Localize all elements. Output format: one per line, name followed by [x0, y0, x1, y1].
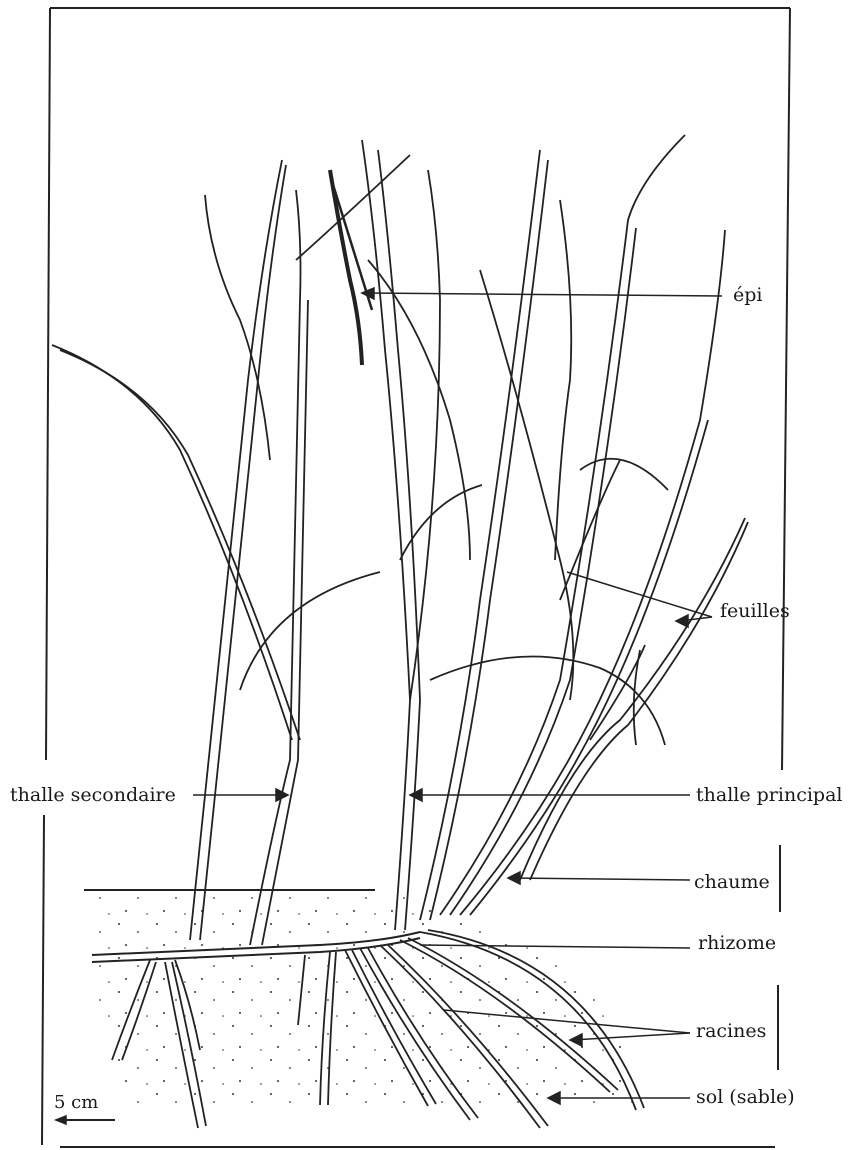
label-thalle-principal: thalle principal	[696, 786, 842, 805]
label-feuilles: feuilles	[720, 602, 790, 621]
label-sol: sol (sable)	[696, 1088, 795, 1107]
label-scale: 5 cm	[54, 1094, 98, 1112]
plant-leaves-drawing	[52, 135, 748, 945]
label-chaume: chaume	[694, 873, 770, 892]
label-racines: racines	[696, 1022, 766, 1041]
label-rhizome: rhizome	[698, 934, 776, 953]
soil-sand	[84, 890, 640, 1110]
label-thalle-secondaire: thalle secondaire	[10, 786, 176, 805]
label-epi: épi	[733, 286, 762, 305]
